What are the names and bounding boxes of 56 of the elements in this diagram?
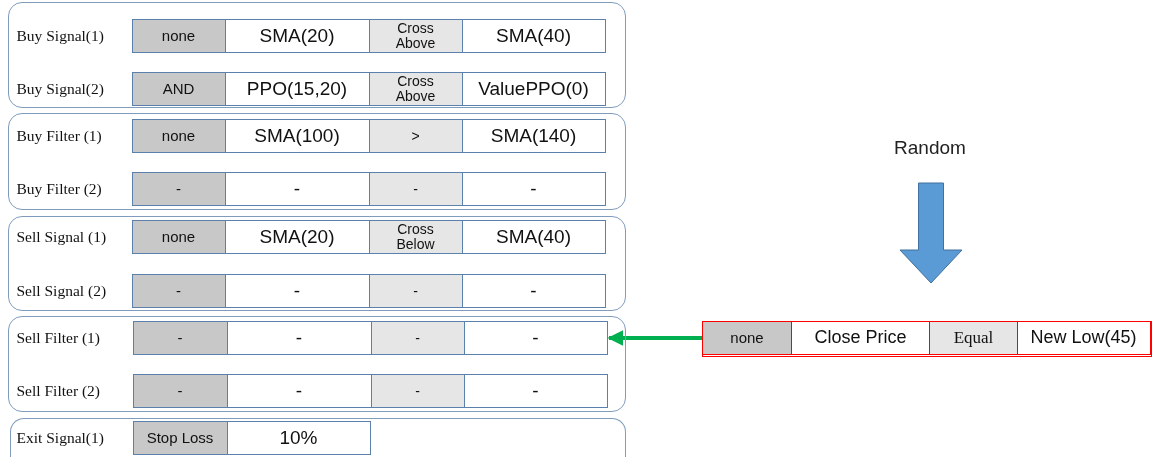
row-label: Buy Filter (2) xyxy=(16,180,102,198)
table-cell: SMA(140) xyxy=(461,118,606,153)
table-cell: SMA(40) xyxy=(461,219,606,254)
table-cell: - xyxy=(368,171,463,206)
table-cell: 10% xyxy=(226,420,371,455)
table-cell: - xyxy=(463,320,608,355)
table-cell: - xyxy=(226,320,372,355)
group-panel xyxy=(8,216,626,311)
table-cell: SMA(100) xyxy=(224,118,370,153)
group-panel xyxy=(8,2,626,108)
table-cell: Close Price xyxy=(790,320,931,355)
table-cell: ValuePPO(0) xyxy=(461,71,606,106)
table-cell: - xyxy=(370,320,465,355)
table-cell: SMA(40) xyxy=(461,18,606,53)
table-cell: Cross Below xyxy=(368,219,463,254)
table-cell: - xyxy=(132,320,228,355)
table-cell: - xyxy=(224,171,370,206)
row-label: Buy Signal(1) xyxy=(16,27,104,45)
table-cell: - xyxy=(131,273,226,308)
table-cell: - xyxy=(461,171,606,206)
table-cell: Cross Above xyxy=(368,71,463,106)
table-cell: SMA(20) xyxy=(224,219,370,254)
group-panel xyxy=(8,316,626,412)
row-label: Buy Signal(2) xyxy=(16,80,104,98)
table-cell: PPO(15,20) xyxy=(224,71,370,106)
table-cell: AND xyxy=(131,71,226,106)
table-cell: New Low(45) xyxy=(1016,320,1151,355)
table-cell: - xyxy=(461,273,606,308)
table-cell: - xyxy=(463,373,608,408)
table-cell: - xyxy=(224,273,370,308)
group-panel xyxy=(10,418,626,457)
table-cell: none xyxy=(131,18,226,53)
row-label: Sell Signal (1) xyxy=(16,228,107,246)
caption-text: Random xyxy=(880,137,980,165)
condition-row xyxy=(703,322,1151,356)
arrow xyxy=(899,182,963,284)
table-cell: none xyxy=(701,320,793,355)
table-cell: > xyxy=(368,118,463,153)
arrow xyxy=(607,330,703,346)
table-cell: none xyxy=(131,219,226,254)
table-cell: - xyxy=(226,373,372,408)
table-cell: - xyxy=(370,373,465,408)
table-cell: - xyxy=(368,273,463,308)
table-cell: Stop Loss xyxy=(132,420,228,455)
row-label: Sell Filter (2) xyxy=(16,382,101,400)
table-cell: SMA(20) xyxy=(224,18,370,53)
group-panel xyxy=(8,113,626,210)
row-label: Buy Filter (1) xyxy=(16,127,102,145)
row-label: Sell Filter (1) xyxy=(16,329,101,347)
table-cell: - xyxy=(131,171,226,206)
row-label: Exit Signal(1) xyxy=(16,429,104,447)
table-cell: Equal xyxy=(928,320,1019,355)
row-label: Sell Signal (2) xyxy=(16,282,107,300)
table-cell: none xyxy=(131,118,226,153)
table-cell: Cross Above xyxy=(368,18,463,53)
table-cell: - xyxy=(132,373,228,408)
